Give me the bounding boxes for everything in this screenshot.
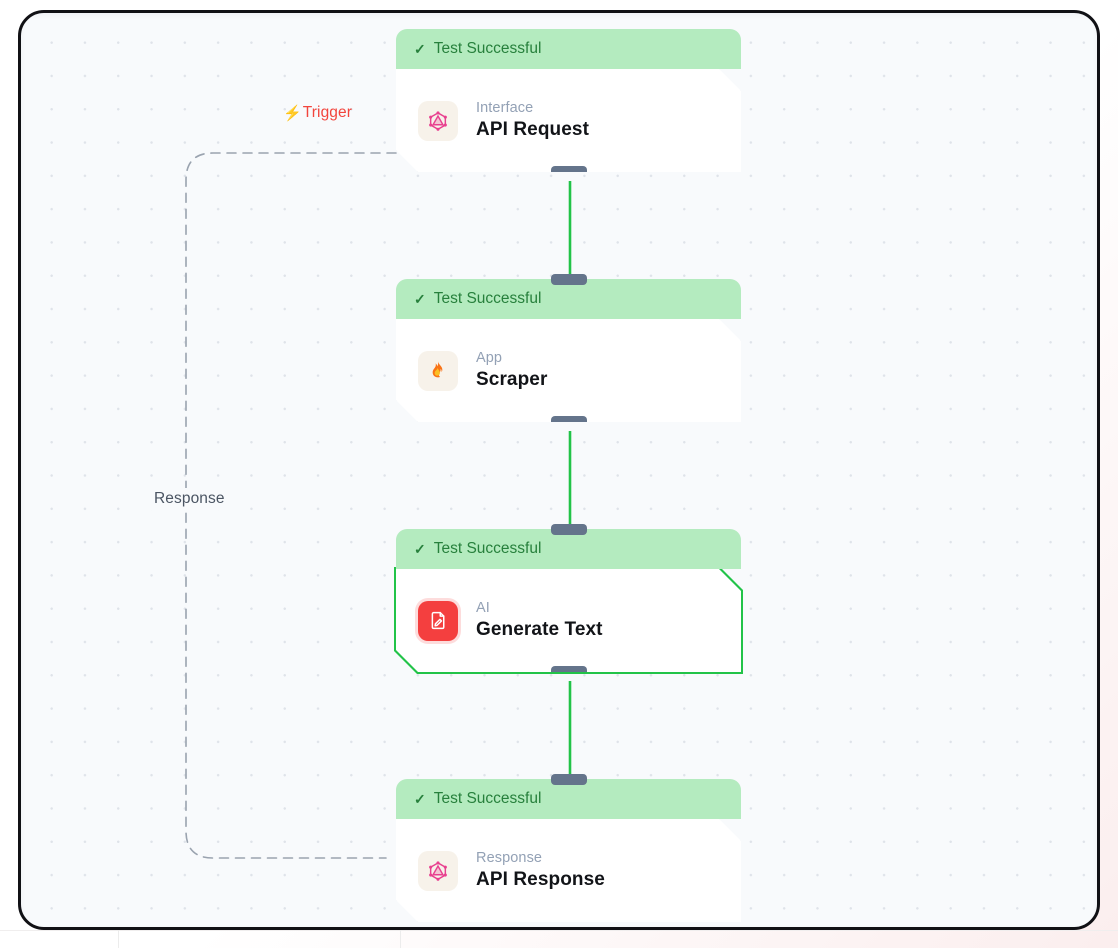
node-body[interactable]: App Scraper bbox=[396, 319, 741, 422]
node-text: AI Generate Text bbox=[476, 600, 603, 641]
node-category: Interface bbox=[476, 100, 534, 116]
backdrop-divider bbox=[0, 930, 1118, 931]
node-text: Response API Response bbox=[476, 850, 605, 891]
node-status-header: ✓ Test Successful bbox=[396, 274, 741, 319]
node-body[interactable]: Interface API Request bbox=[396, 69, 741, 172]
check-icon: ✓ bbox=[414, 41, 426, 57]
node-status-header: ✓ Test Successful bbox=[396, 774, 741, 819]
backdrop-divider-vertical bbox=[400, 930, 401, 948]
node-handle-top[interactable] bbox=[550, 274, 587, 285]
node-status-text: Test Successful bbox=[433, 540, 542, 557]
workflow-canvas[interactable]: ⚡ Trigger Response ✓ Test Successful bbox=[18, 10, 1100, 930]
node-api-response[interactable]: ✓ Test Successful Response API Res bbox=[396, 774, 741, 922]
node-title: API Request bbox=[476, 119, 590, 140]
backdrop-divider-vertical-2 bbox=[118, 930, 119, 948]
graphql-icon bbox=[418, 851, 458, 891]
check-icon: ✓ bbox=[414, 791, 426, 807]
node-handle-top[interactable] bbox=[550, 524, 587, 535]
trigger-label-text: Trigger bbox=[302, 104, 353, 121]
flame-icon bbox=[418, 351, 458, 391]
graphql-icon bbox=[418, 101, 458, 141]
node-title: API Response bbox=[476, 869, 605, 890]
trigger-label: ⚡ Trigger bbox=[283, 104, 352, 122]
document-edit-icon bbox=[418, 601, 458, 641]
node-status-header: ✓ Test Successful bbox=[396, 29, 741, 69]
node-api-request[interactable]: ✓ Test Successful Interface API Request bbox=[396, 29, 741, 172]
node-status-text: Test Successful bbox=[433, 790, 542, 807]
node-text: App Scraper bbox=[476, 350, 547, 391]
check-icon: ✓ bbox=[414, 291, 426, 307]
node-category: Response bbox=[476, 850, 543, 866]
node-body[interactable]: AI Generate Text bbox=[396, 569, 741, 672]
node-handle-bottom[interactable] bbox=[551, 666, 587, 677]
node-generate-text[interactable]: ✓ Test Successful AI Generate Text bbox=[396, 524, 741, 672]
node-status-header: ✓ Test Successful bbox=[396, 524, 741, 569]
check-icon: ✓ bbox=[414, 541, 426, 557]
node-handle-bottom[interactable] bbox=[551, 416, 587, 427]
node-text: Interface API Request bbox=[476, 100, 589, 141]
response-label: Response bbox=[148, 488, 231, 510]
node-body[interactable]: Response API Response bbox=[396, 819, 741, 922]
node-handle-bottom[interactable] bbox=[551, 166, 587, 177]
node-title: Scraper bbox=[476, 369, 548, 390]
node-category: App bbox=[476, 350, 503, 366]
node-title: Generate Text bbox=[476, 619, 603, 640]
node-scraper[interactable]: ✓ Test Successful App Scraper bbox=[396, 274, 741, 422]
node-status-text: Test Successful bbox=[433, 40, 542, 57]
node-category: AI bbox=[476, 600, 490, 616]
node-handle-top[interactable] bbox=[550, 774, 587, 785]
lightning-bolt-icon: ⚡ bbox=[283, 105, 302, 122]
node-status-text: Test Successful bbox=[433, 290, 542, 307]
